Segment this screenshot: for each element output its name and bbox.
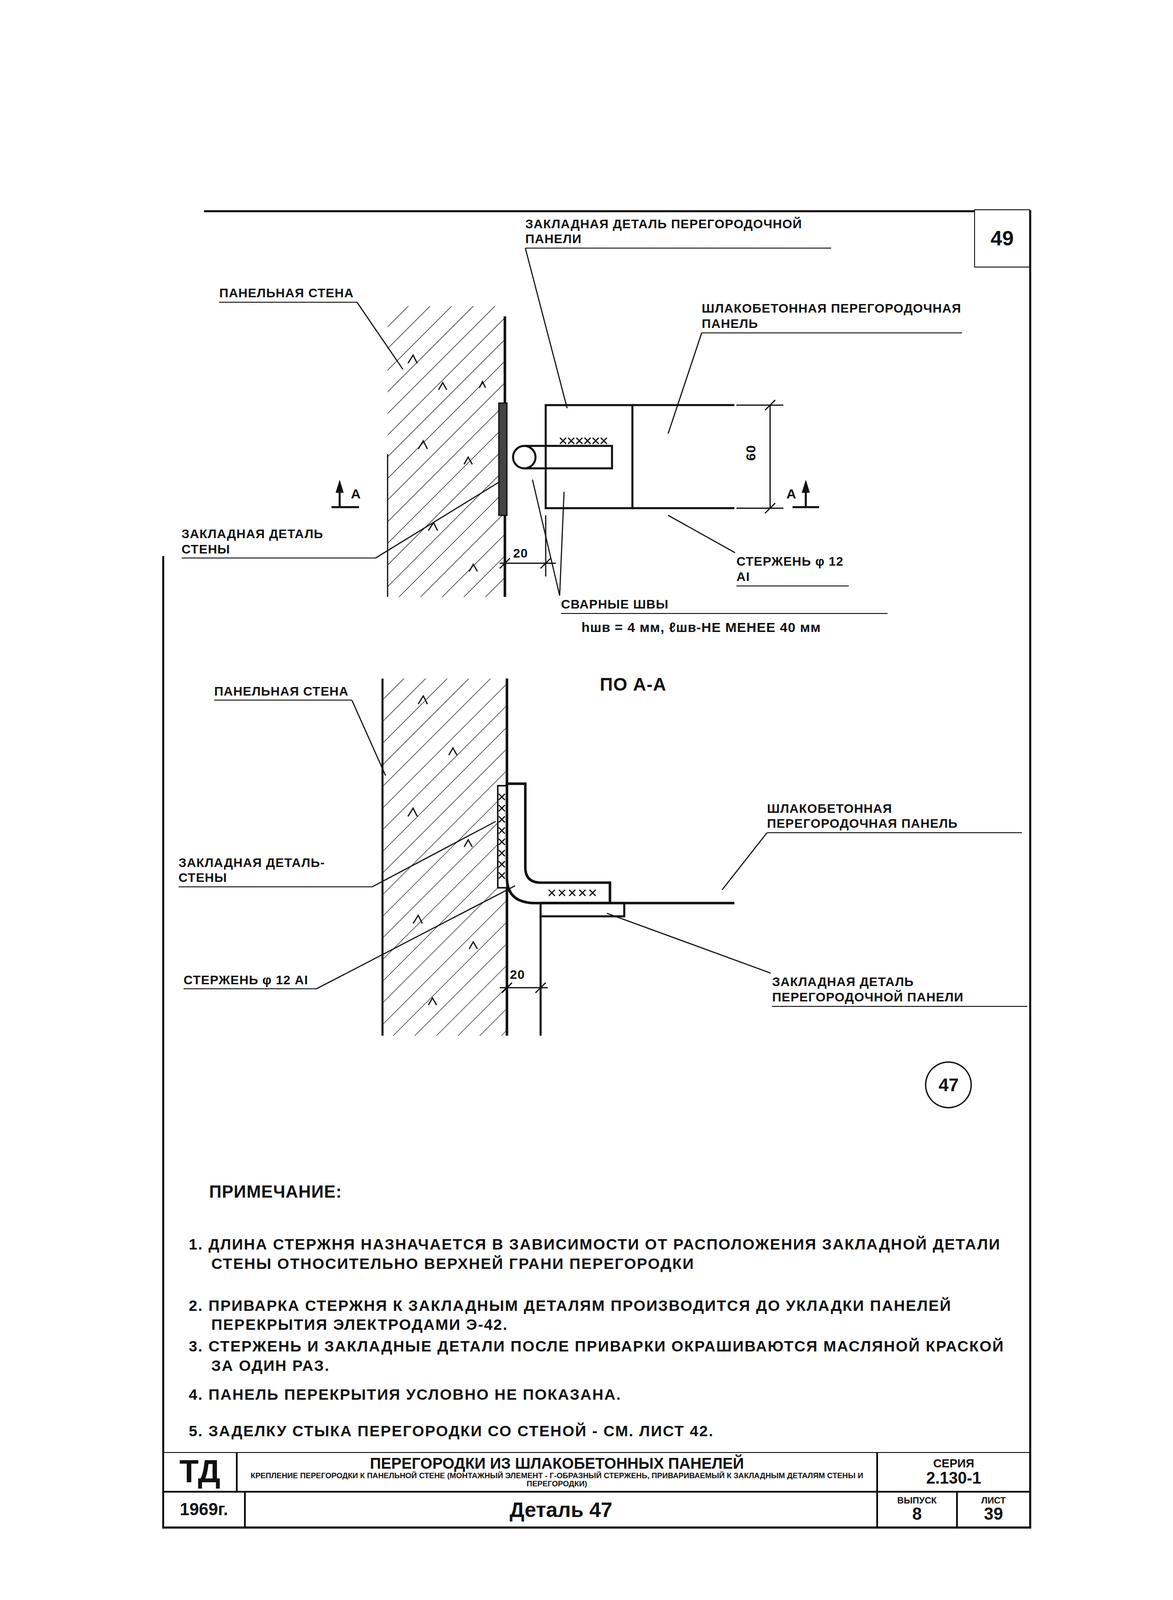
leader-line: [559, 491, 565, 596]
year-cell: 1969г.: [163, 1491, 245, 1528]
leader-line: [525, 248, 568, 409]
partition-panel: [632, 404, 735, 508]
section-title: ПО А-А: [599, 673, 667, 695]
wall-edge: [386, 454, 389, 598]
weld-spec: hшв = 4 мм, ℓшв-НЕ МЕНЕЕ 40 мм: [581, 619, 821, 636]
aggregate-marks: [408, 695, 478, 1005]
part-label: ПАНЕЛЬНАЯ СТЕНА: [214, 683, 352, 701]
note: 1. ДЛИНА СТЕРЖНЯ НАЗНАЧАЕТСЯ В ЗАВИСИМОС…: [188, 1234, 1007, 1273]
note: 5. ЗАДЕЛКУ СТЫКА ПЕРЕГОРОДКИ СО СТЕНОЙ -…: [188, 1421, 1007, 1441]
cell-text: СЕРИЯ: [933, 1457, 975, 1470]
cell-subtext: 2.130-1: [926, 1469, 982, 1487]
leader-line: [375, 481, 500, 559]
part-label: ШЛАКОБЕТОННАЯ ПЕРЕГОРОДОЧНАЯ ПАНЕЛЬ: [701, 300, 962, 333]
cell-subtext: 39: [984, 1504, 1003, 1523]
cell-text: ПЕРЕГОРОДКИ ИЗ ШЛАКОБЕТОННЫХ ПАНЕЛЕЙ: [369, 1455, 745, 1472]
part-label: СТЕРЖЕНЬ φ 12 АI: [736, 553, 849, 586]
sheet-cell: ЛИСТ39: [956, 1491, 1031, 1528]
leader-line: [532, 479, 560, 596]
detail-cell: Деталь 47: [244, 1491, 878, 1528]
cell-subtext: КРЕПЛЕНИЕ ПЕРЕГОРОДКИ К ПАНЕЛЬНОЙ СТЕНЕ …: [237, 1471, 877, 1488]
section-mark: [331, 491, 819, 507]
leader-line: [316, 885, 516, 989]
note: 4. ПАНЕЛЬ ПЕРЕКРЫТИЯ УСЛОВНО НЕ ПОКАЗАНА…: [188, 1384, 1007, 1404]
part-label: ШЛАКОБЕТОННАЯ ПЕРЕГОРОДОЧНАЯ ПАНЕЛЬ: [767, 800, 1022, 833]
cell-text: ЛИСТ: [981, 1495, 1007, 1505]
rod-bend: [513, 446, 536, 469]
weld-marks: [560, 437, 608, 444]
dimension-line: [736, 400, 784, 514]
cell-text: ВЫПУСК: [897, 1495, 938, 1505]
sheet-number-box: 49: [974, 209, 1031, 268]
title-cell: ТД: [163, 1451, 237, 1492]
section-letter: А: [786, 485, 797, 502]
leader-line: [667, 332, 702, 434]
title-cell: ПЕРЕГОРОДКИ ИЗ ШЛАКОБЕТОННЫХ ПАНЕЛЕЙКРЕП…: [236, 1451, 878, 1492]
part-label: СТЕРЖЕНЬ φ 12 АI: [183, 972, 317, 990]
part-label: ПАНЕЛЬНАЯ СТЕНА: [219, 285, 357, 303]
section-arrow: [335, 479, 810, 493]
cell-text: ТД: [179, 1454, 221, 1489]
wall-edge: [381, 678, 384, 1036]
leader-line: [607, 913, 771, 974]
part-label: ЗАКЛАДНАЯ ДЕТАЛЬ-СТЕНЫ: [178, 855, 373, 888]
panel-embedded-part: [545, 404, 633, 508]
series-cell: СЕРИЯ2.130-1: [877, 1451, 1031, 1492]
rod: [524, 446, 613, 469]
weld-marks: [498, 793, 596, 896]
cell-text: 47: [938, 1075, 959, 1095]
wall-hatch: [382, 678, 507, 1036]
leader-line: [372, 821, 497, 887]
leader-line: [357, 302, 404, 370]
cell-text: Деталь 47: [509, 1498, 613, 1521]
cell-text: 49: [990, 227, 1014, 249]
leader-line: [351, 699, 386, 776]
detail-circle: 47: [924, 1061, 972, 1109]
l-shaped-rod: [506, 783, 610, 903]
wall-embedded-plate: [498, 403, 507, 516]
part-label: ЗАКЛАДНАЯ ДЕТАЛЬ ПЕРЕГОРОДОЧНОЙ ПАНЕЛИ: [525, 216, 832, 249]
part-label: ЗАКЛАДНАЯ ДЕТАЛЬ СТЕНЫ: [181, 526, 376, 559]
dimension: 20: [510, 966, 525, 983]
cell-text: 1969г.: [179, 1500, 229, 1519]
leader-line: [667, 515, 736, 553]
sheet-frame: [163, 211, 1031, 1528]
aggregate-marks: [408, 354, 486, 572]
panel-embedded-plate: [540, 902, 625, 916]
section-letter: А: [350, 485, 362, 502]
partition-panel: [539, 915, 542, 1036]
part-label: ЗАКЛАДНАЯ ДЕТАЛЬ ПЕРЕГОРОДОЧНОЙ ПАНЕЛИ: [772, 974, 1027, 1007]
notes-heading: ПРИМЕЧАНИЕ:: [209, 1181, 343, 1203]
dimension: 60: [742, 444, 759, 461]
wall-hatch: [387, 306, 505, 598]
plan-view: [331, 306, 819, 598]
issue-cell: ВЫПУСК8: [877, 1491, 957, 1528]
dimension: 20: [513, 545, 529, 562]
leader-line: [722, 832, 768, 890]
note: 2. ПРИВАРКА СТЕРЖНЯ К ЗАКЛАДНЫМ ДЕТАЛЯМ …: [188, 1295, 1007, 1334]
section-view: [382, 678, 735, 1036]
partition-panel: [540, 901, 735, 905]
weld-label: СВАРНЫЕ ШВЫ: [561, 596, 888, 614]
dimension-line: [499, 982, 548, 993]
note: 3. СТЕРЖЕНЬ И ЗАКЛАДНЫЕ ДЕТАЛИ ПОСЛЕ ПРИ…: [188, 1336, 1007, 1375]
cell-subtext: 8: [912, 1504, 922, 1523]
